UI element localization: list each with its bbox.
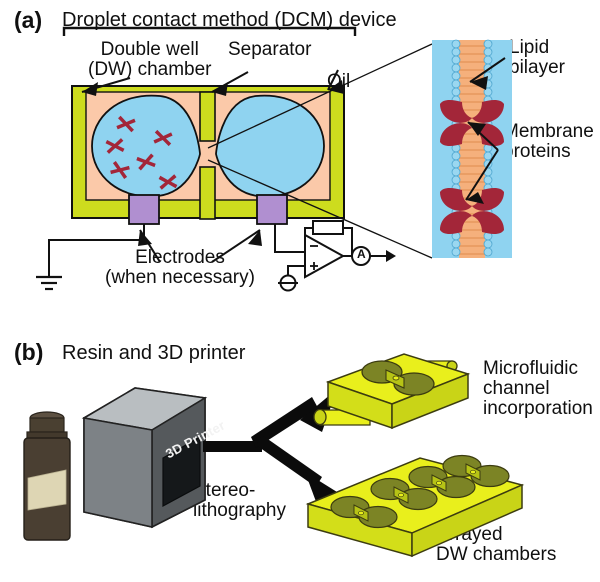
- stereolithography-label: Stereo- lithography: [193, 480, 286, 522]
- inset-leader-top: [207, 43, 433, 149]
- protein-glyph: [105, 138, 125, 154]
- droplet-right: [215, 94, 325, 198]
- inset-leader-bottom: [207, 159, 433, 259]
- resin-bottle-label: [27, 469, 67, 511]
- separator-label: Separator: [228, 39, 312, 60]
- feedback-wire-in: [304, 227, 313, 235]
- ground-wire: [48, 224, 145, 276]
- microfluidic-output-label: Microfluidic channel incorporation: [483, 358, 593, 420]
- electrode-right: [256, 194, 288, 225]
- signal-wire: [274, 224, 305, 253]
- panel-b-tag: (b): [14, 339, 44, 365]
- protein-glyph: [116, 115, 136, 133]
- separator-lower: [199, 166, 216, 220]
- protein-glyph: [136, 153, 156, 171]
- double-well-label: Double well (DW) chamber: [88, 39, 212, 81]
- stereolithography-arrow: [203, 389, 345, 507]
- electrodes-label: Electrodes (when necessary): [105, 247, 255, 289]
- panel-a-tag: (a): [14, 7, 43, 33]
- printer-screen: [162, 435, 201, 508]
- panel-a-title: Droplet contact method (DCM) device: [62, 9, 397, 31]
- arrayed-device: [305, 454, 525, 558]
- bilayer-protein-pair: [440, 188, 504, 234]
- source-wire: [287, 265, 305, 276]
- feedback-wire-out: [343, 227, 353, 256]
- ammeter-arrowhead: [386, 250, 396, 262]
- resin-bottle: [23, 411, 71, 541]
- membrane-protein-arrowheads: [466, 122, 486, 204]
- lipid-bilayer-arrow: [469, 57, 506, 83]
- separator-upper: [199, 91, 216, 142]
- protein-glyph: [158, 174, 178, 190]
- membrane-proteins-label: Membrane proteins: [503, 121, 594, 163]
- microfluidic-device: [313, 353, 471, 430]
- ammeter-label: A: [357, 247, 366, 261]
- arrayed-front-face: [411, 483, 523, 558]
- protein-glyph: [110, 161, 130, 179]
- panel-b-title: Resin and 3D printer: [62, 342, 246, 364]
- printer-side-face: [83, 417, 153, 528]
- lipid-bilayer-arrowhead: [470, 76, 488, 90]
- ground-icon: [36, 275, 62, 291]
- title-bracket: [62, 26, 357, 36]
- lipid-bilayer-label: Lipid bilayer: [509, 37, 565, 79]
- protein-glyph: [153, 129, 173, 147]
- electrode-left: [128, 194, 160, 225]
- annotation-arrowheads-a: [82, 80, 344, 246]
- protein-glyph-group: [105, 115, 178, 190]
- opamp-plus-icon: [310, 262, 318, 270]
- printer-3d: [81, 387, 208, 529]
- microfluidic-front-face: [391, 372, 469, 430]
